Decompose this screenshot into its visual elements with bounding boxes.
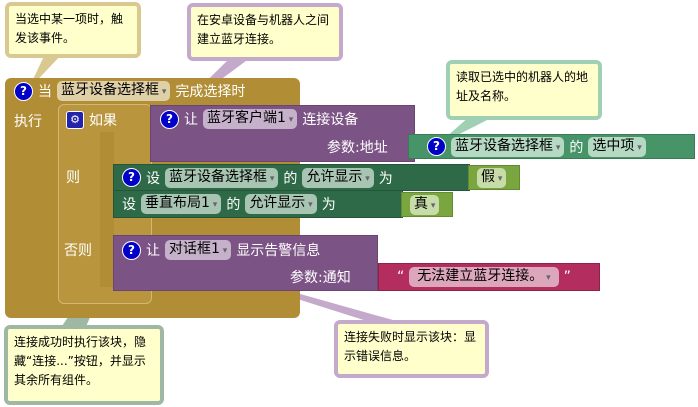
call-label: 让 (184, 112, 198, 128)
help-icon[interactable]: ? (14, 81, 33, 101)
else-label: 否则 (64, 243, 92, 259)
do-label: 执行 (14, 114, 42, 130)
comment-event[interactable]: 当选中某一项时，触发该事件。 (5, 2, 141, 58)
param-label: 参数:通知 (290, 270, 351, 286)
text-block[interactable]: “ 无法建立蓝牙连接。 ” (378, 263, 600, 291)
to-label: 为 (378, 170, 393, 187)
comment-text: 读取已选中的机器人的地址及名称。 (456, 70, 589, 103)
comment-text: 连接成功时执行该块，隐藏“连接...”按钮，并显示其余所有组件。 (14, 335, 147, 387)
of-label: 的 (226, 197, 241, 213)
param-label: 参数:地址 (327, 140, 388, 156)
component-dropdown[interactable]: 蓝牙客户端1 (203, 109, 298, 129)
show-alert-block[interactable] (113, 235, 378, 291)
comment-text: 连接失败时显示该块：显示错误信息。 (344, 330, 477, 363)
comment-text: 当选中某一项时，触发该事件。 (15, 12, 124, 45)
property-dropdown[interactable]: 允许显示 (245, 194, 317, 214)
quote-open: “ (397, 269, 405, 285)
component-dropdown[interactable]: 蓝牙设备选择框 (165, 167, 279, 188)
of-label: 的 (569, 139, 584, 156)
selection-getter-block[interactable]: ? 蓝牙设备选择框 的 选中项 (408, 134, 695, 159)
false-block[interactable]: 假 (468, 165, 520, 190)
component-dropdown[interactable]: 蓝牙设备选择框 (57, 81, 171, 101)
set-visible-block-1[interactable]: ? 设 蓝牙设备选择框 的 允许显示 为 (113, 164, 470, 191)
help-icon[interactable]: ? (122, 168, 141, 187)
comment-failure[interactable]: 连接失败时显示该块：显示错误信息。 (334, 320, 489, 378)
true-block[interactable]: 真 (401, 192, 453, 217)
gear-icon[interactable]: ⚙ (66, 111, 84, 129)
comment-text: 在安卓设备与机器人之间建立蓝牙连接。 (197, 13, 330, 46)
of-label: 的 (283, 170, 298, 187)
set-label: 设 (146, 170, 160, 187)
if-label: 如果 (89, 113, 117, 129)
component-dropdown[interactable]: 垂直布局1 (141, 194, 222, 214)
method-label: 连接设备 (302, 112, 359, 128)
comment-selection[interactable]: 读取已选中的机器人的地址及名称。 (446, 60, 602, 120)
boolean-dropdown[interactable]: 真 (410, 194, 440, 215)
method-label: 显示告警信息 (236, 243, 321, 259)
set-visible-block-2[interactable]: 设 垂直布局1 的 允许显示 为 (113, 190, 403, 218)
quote-close: ” (563, 269, 571, 285)
help-icon[interactable]: ? (122, 240, 141, 260)
call-label: 让 (146, 243, 160, 259)
comment-connect[interactable]: 在安卓设备与机器人之间建立蓝牙连接。 (187, 3, 343, 61)
to-label: 为 (321, 197, 336, 213)
then-label: 则 (66, 170, 80, 186)
comment-success[interactable]: 连接成功时执行该块，隐藏“连接...”按钮，并显示其余所有组件。 (4, 325, 164, 405)
component-dropdown[interactable]: 对话框1 (165, 240, 232, 260)
help-icon[interactable]: ? (427, 137, 446, 156)
component-dropdown[interactable]: 蓝牙设备选择框 (451, 136, 565, 157)
set-label: 设 (122, 197, 136, 213)
when-label: 当 (38, 84, 52, 100)
event-label: 完成选择时 (175, 84, 246, 100)
property-dropdown[interactable]: 选中项 (588, 136, 646, 157)
property-dropdown[interactable]: 允许显示 (302, 167, 374, 188)
text-value[interactable]: 无法建立蓝牙连接。 (409, 267, 559, 287)
event-header: ? 当 蓝牙设备选择框 完成选择时 (14, 81, 245, 101)
boolean-dropdown[interactable]: 假 (477, 167, 507, 188)
help-icon[interactable]: ? (160, 109, 179, 129)
